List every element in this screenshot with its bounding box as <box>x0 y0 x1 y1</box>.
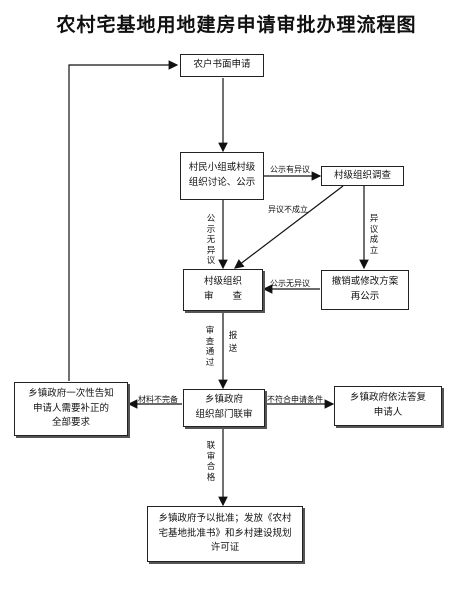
label-no-objection-horizontal: 公示无异议 <box>270 279 310 288</box>
label-objection-invalid: 异议不成立 <box>268 205 308 214</box>
node-apply: 农户书面申请 <box>180 54 264 77</box>
node-reply: 乡镇政府依法答复 申请人 <box>334 386 442 426</box>
edge-objection-invalid <box>234 185 344 269</box>
label-incomplete: 材料不完备 <box>138 395 178 404</box>
label-objection-valid: 异议成立 <box>369 214 379 256</box>
node-discuss: 村民小组或村级组织讨论、公示 <box>180 152 264 200</box>
page-title: 农村宅基地用地建房申请审批办理流程图 <box>56 14 417 36</box>
label-objection: 公示有异议 <box>270 165 310 174</box>
label-joint-passed: 联审合格 <box>206 441 216 483</box>
node-joint: 乡镇政府 组织部门联审 <box>183 389 265 427</box>
label-report: 报送 <box>228 331 238 354</box>
edge-feedback-loop <box>68 60 179 381</box>
node-revise: 撤销或修改方案 再公示 <box>321 270 409 310</box>
node-notify: 乡镇政府一次性告知 申请人需要补正的 全部要求 <box>14 382 128 436</box>
label-review-passed: 审查通过 <box>205 326 215 368</box>
node-investigate: 村级组织调查 <box>321 166 404 186</box>
label-not-qualified: 不符合申请条件 <box>267 395 323 404</box>
node-approve: 乡镇政府予以批准；发放《农村宅基地批准书》和乡村建设规划许可证 <box>147 506 303 562</box>
label-no-objection-vertical: 公示无异议 <box>206 214 216 266</box>
node-review: 村级组织 审 查 <box>183 269 263 311</box>
